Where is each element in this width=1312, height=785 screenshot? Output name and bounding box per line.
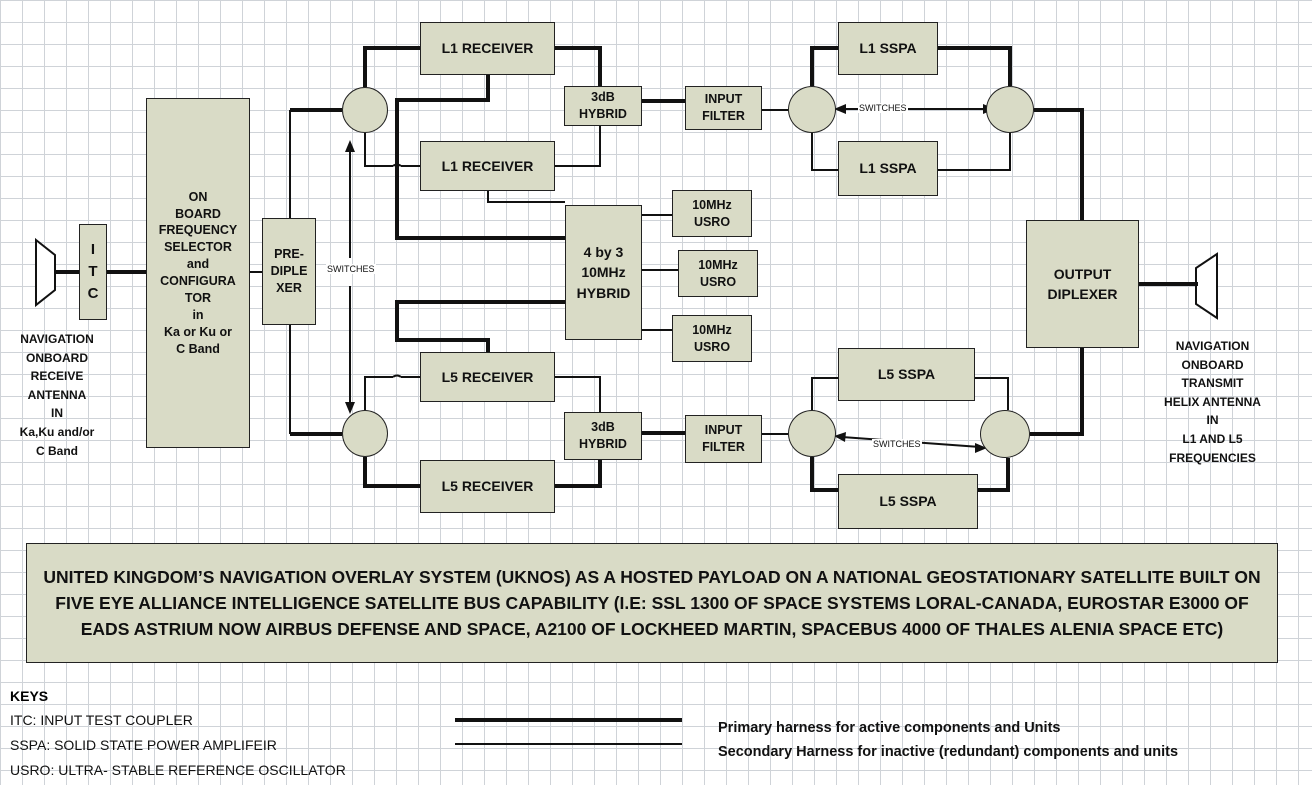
switch-top-right	[986, 86, 1034, 133]
switch-bottom-left	[342, 410, 388, 457]
l1-receiver-2-box: L1 RECEIVER	[420, 141, 555, 191]
switches-label-left: SWITCHES	[326, 264, 376, 274]
itc-box: I T C	[79, 224, 107, 320]
legend-primary-line	[455, 718, 682, 722]
l5-sspa-1-box: L5 SSPA	[838, 348, 975, 401]
prediplexer-box: PRE- DIPLE XER	[262, 218, 316, 325]
usro-1-box: 10MHz USRO	[672, 190, 752, 237]
input-filter-bottom-box: INPUT FILTER	[685, 415, 762, 463]
receive-antenna-icon	[35, 237, 56, 308]
l5-receiver-1-box: L5 RECEIVER	[420, 352, 555, 402]
switch-top-left	[342, 87, 388, 133]
legend-primary-text: Primary harness for active components an…	[718, 720, 1061, 736]
hybrid-3db-bottom-box: 3dB HYBRID	[564, 412, 642, 460]
switch-bottom-middle	[788, 410, 836, 457]
legend-secondary-text: Secondary Harness for inactive (redundan…	[718, 744, 1179, 760]
hybrid-3db-top-box: 3dB HYBRID	[564, 86, 642, 126]
transmit-antenna-icon	[1195, 252, 1218, 320]
legend-secondary-line	[455, 743, 682, 745]
output-diplexer-box: OUTPUT DIPLEXER	[1026, 220, 1139, 348]
input-filter-top-box: INPUT FILTER	[685, 86, 762, 130]
transmit-antenna-label: NAVIGATION ONBOARD TRANSMIT HELIX ANTENN…	[1164, 339, 1261, 465]
key-item-usro: USRO: ULTRA- STABLE REFERENCE OSCILLATOR	[10, 762, 346, 778]
receive-antenna-label: NAVIGATION ONBOARD RECEIVE ANTENNA IN Ka…	[19, 332, 95, 458]
key-item-itc: ITC: INPUT TEST COUPLER	[10, 712, 193, 728]
switch-bottom-right	[980, 410, 1030, 458]
switches-label-top: SWITCHES	[858, 103, 908, 113]
switch-top-middle	[788, 86, 836, 133]
l1-receiver-1-box: L1 RECEIVER	[420, 22, 555, 75]
hybrid-4by3-box: 4 by 3 10MHz HYBRID	[565, 205, 642, 340]
title-banner: UNITED KINGDOM’S NAVIGATION OVERLAY SYST…	[26, 543, 1278, 663]
usro-3-box: 10MHz USRO	[672, 315, 752, 362]
l1-sspa-1-box: L1 SSPA	[838, 22, 938, 75]
l5-sspa-2-box: L5 SSPA	[838, 474, 978, 529]
keys-title: KEYS	[10, 688, 49, 704]
l5-receiver-2-box: L5 RECEIVER	[420, 460, 555, 513]
key-item-sspa: SSPA: SOLID STATE POWER AMPLIFEIR	[10, 737, 277, 753]
l1-sspa-2-box: L1 SSPA	[838, 141, 938, 196]
usro-2-box: 10MHz USRO	[678, 250, 758, 297]
switches-label-bottom: SWITCHES	[872, 439, 922, 449]
frequency-selector-box: ON BOARD FREQUENCY SELECTOR and CONFIGUR…	[146, 98, 250, 448]
